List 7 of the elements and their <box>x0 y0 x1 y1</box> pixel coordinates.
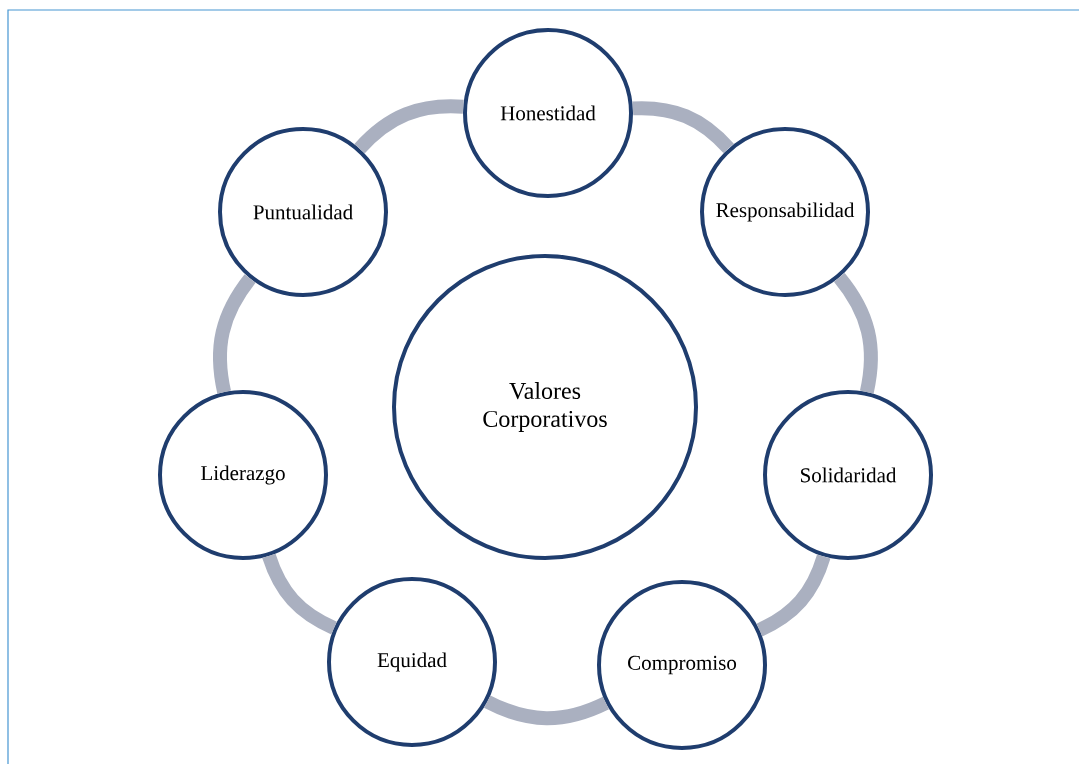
ring-segment <box>354 99 464 154</box>
ring-segment <box>632 101 734 154</box>
ring-segment <box>833 273 878 394</box>
ring-segment <box>262 553 337 635</box>
ring-segment <box>213 274 256 394</box>
ring-segment <box>484 695 609 726</box>
ring-segment <box>756 554 831 637</box>
